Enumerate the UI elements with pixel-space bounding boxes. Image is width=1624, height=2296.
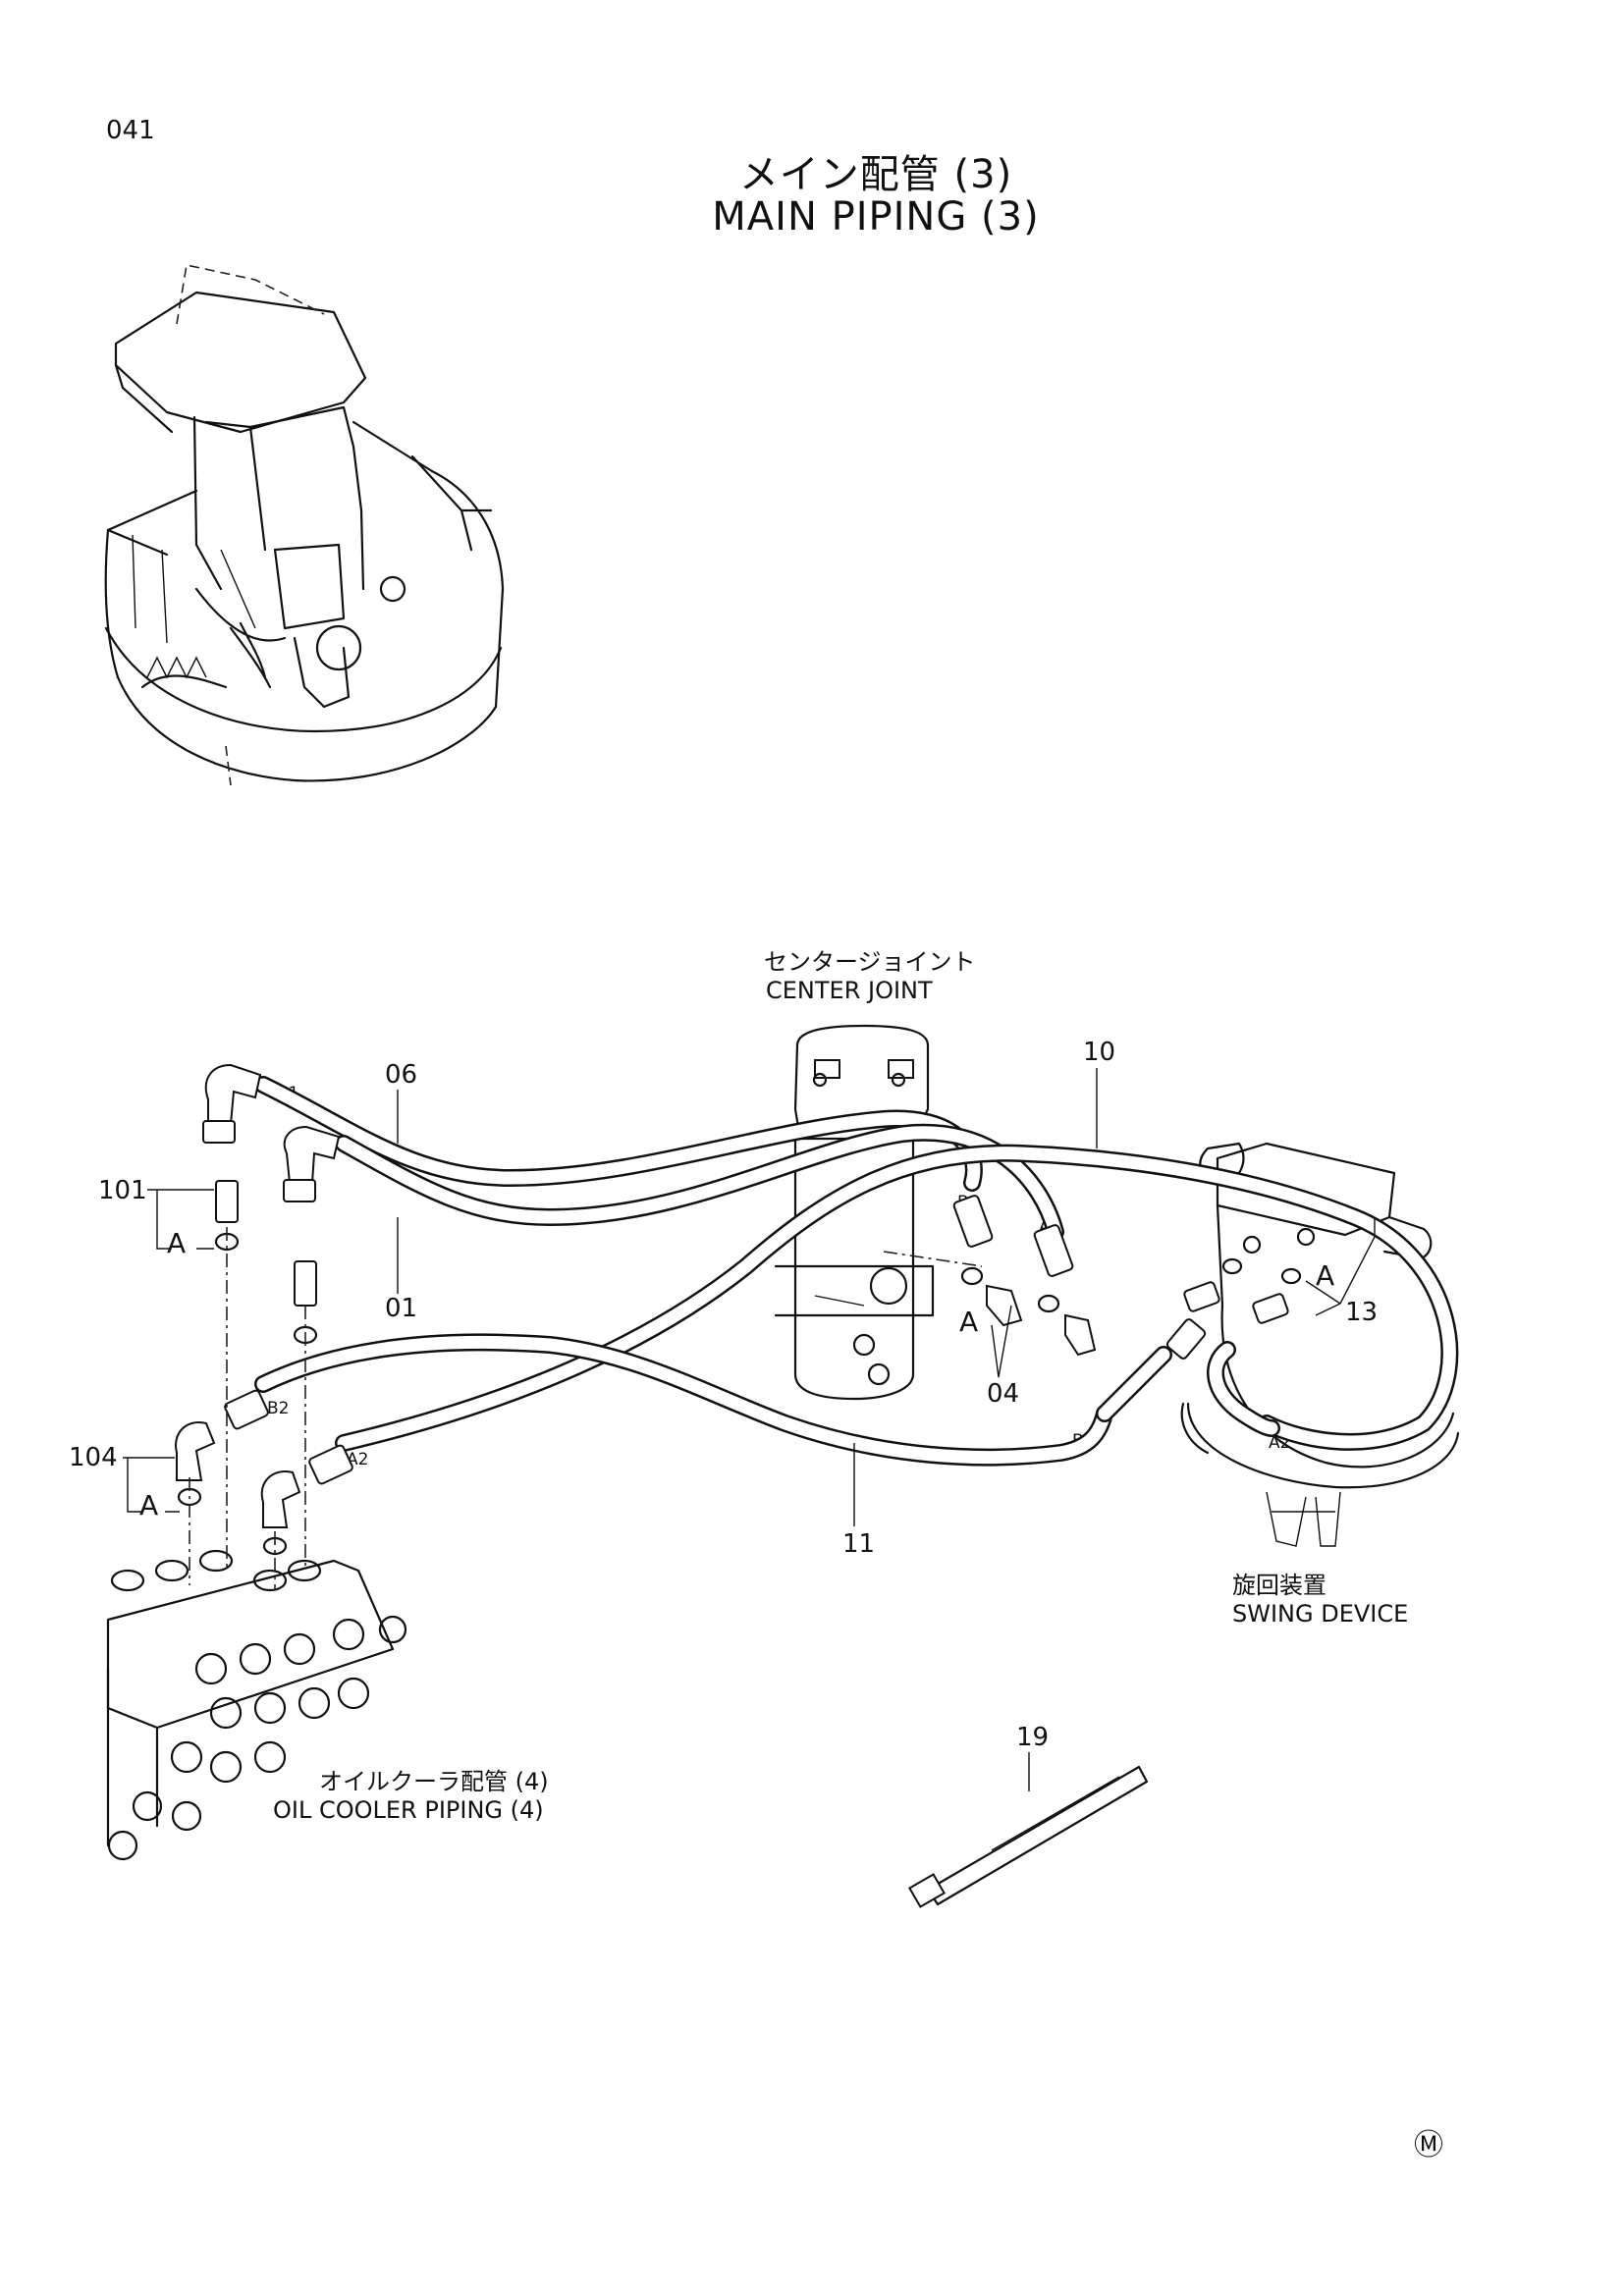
callout-04: 04 [987, 1379, 1020, 1409]
center-joint [774, 1024, 935, 1401]
oil-cooler-label-en: OIL COOLER PIPING (4) [273, 1796, 544, 1824]
callout-10: 10 [1083, 1038, 1116, 1067]
callout-13: 13 [1345, 1298, 1379, 1327]
callout-104: 104 [69, 1443, 118, 1472]
center-joint-label-en: CENTER JOINT [766, 977, 933, 1004]
m-mark: Ⓜ [1414, 2128, 1443, 2163]
callout-101: 101 [98, 1176, 147, 1205]
swing-device-label-en: SWING DEVICE [1232, 1600, 1409, 1628]
machine-overview [104, 264, 505, 786]
fittings [175, 1063, 1302, 1556]
page-number: 041 [106, 116, 155, 145]
leader-lines [123, 1068, 1376, 1791]
detail-a-101: A [167, 1227, 187, 1259]
callout-11: 11 [842, 1529, 876, 1559]
page-title-en: MAIN PIPING (3) [712, 194, 1040, 240]
oil-cooler-label-ja: オイルクーラ配管 (4) [319, 1768, 549, 1795]
callout-19: 19 [1016, 1723, 1050, 1752]
swing-device [1180, 1142, 1460, 1547]
callout-01: 01 [385, 1294, 418, 1323]
centerlines [189, 1227, 983, 1590]
callout-06: 06 [385, 1060, 418, 1090]
page-title-ja: メイン配管 (3) [738, 152, 1013, 197]
detail-a-13: A [1316, 1259, 1335, 1292]
detail-a-104: A [139, 1489, 159, 1522]
hoses [254, 1076, 1459, 1467]
swing-device-label-ja: 旋回装置 [1232, 1572, 1326, 1599]
detail-a-04: A [959, 1306, 979, 1338]
center-joint-label-ja: センタージョイント [764, 948, 976, 976]
port-b2-left: B2 [267, 1399, 290, 1418]
cable-tie [908, 1765, 1149, 1908]
control-valve [106, 1549, 407, 1861]
